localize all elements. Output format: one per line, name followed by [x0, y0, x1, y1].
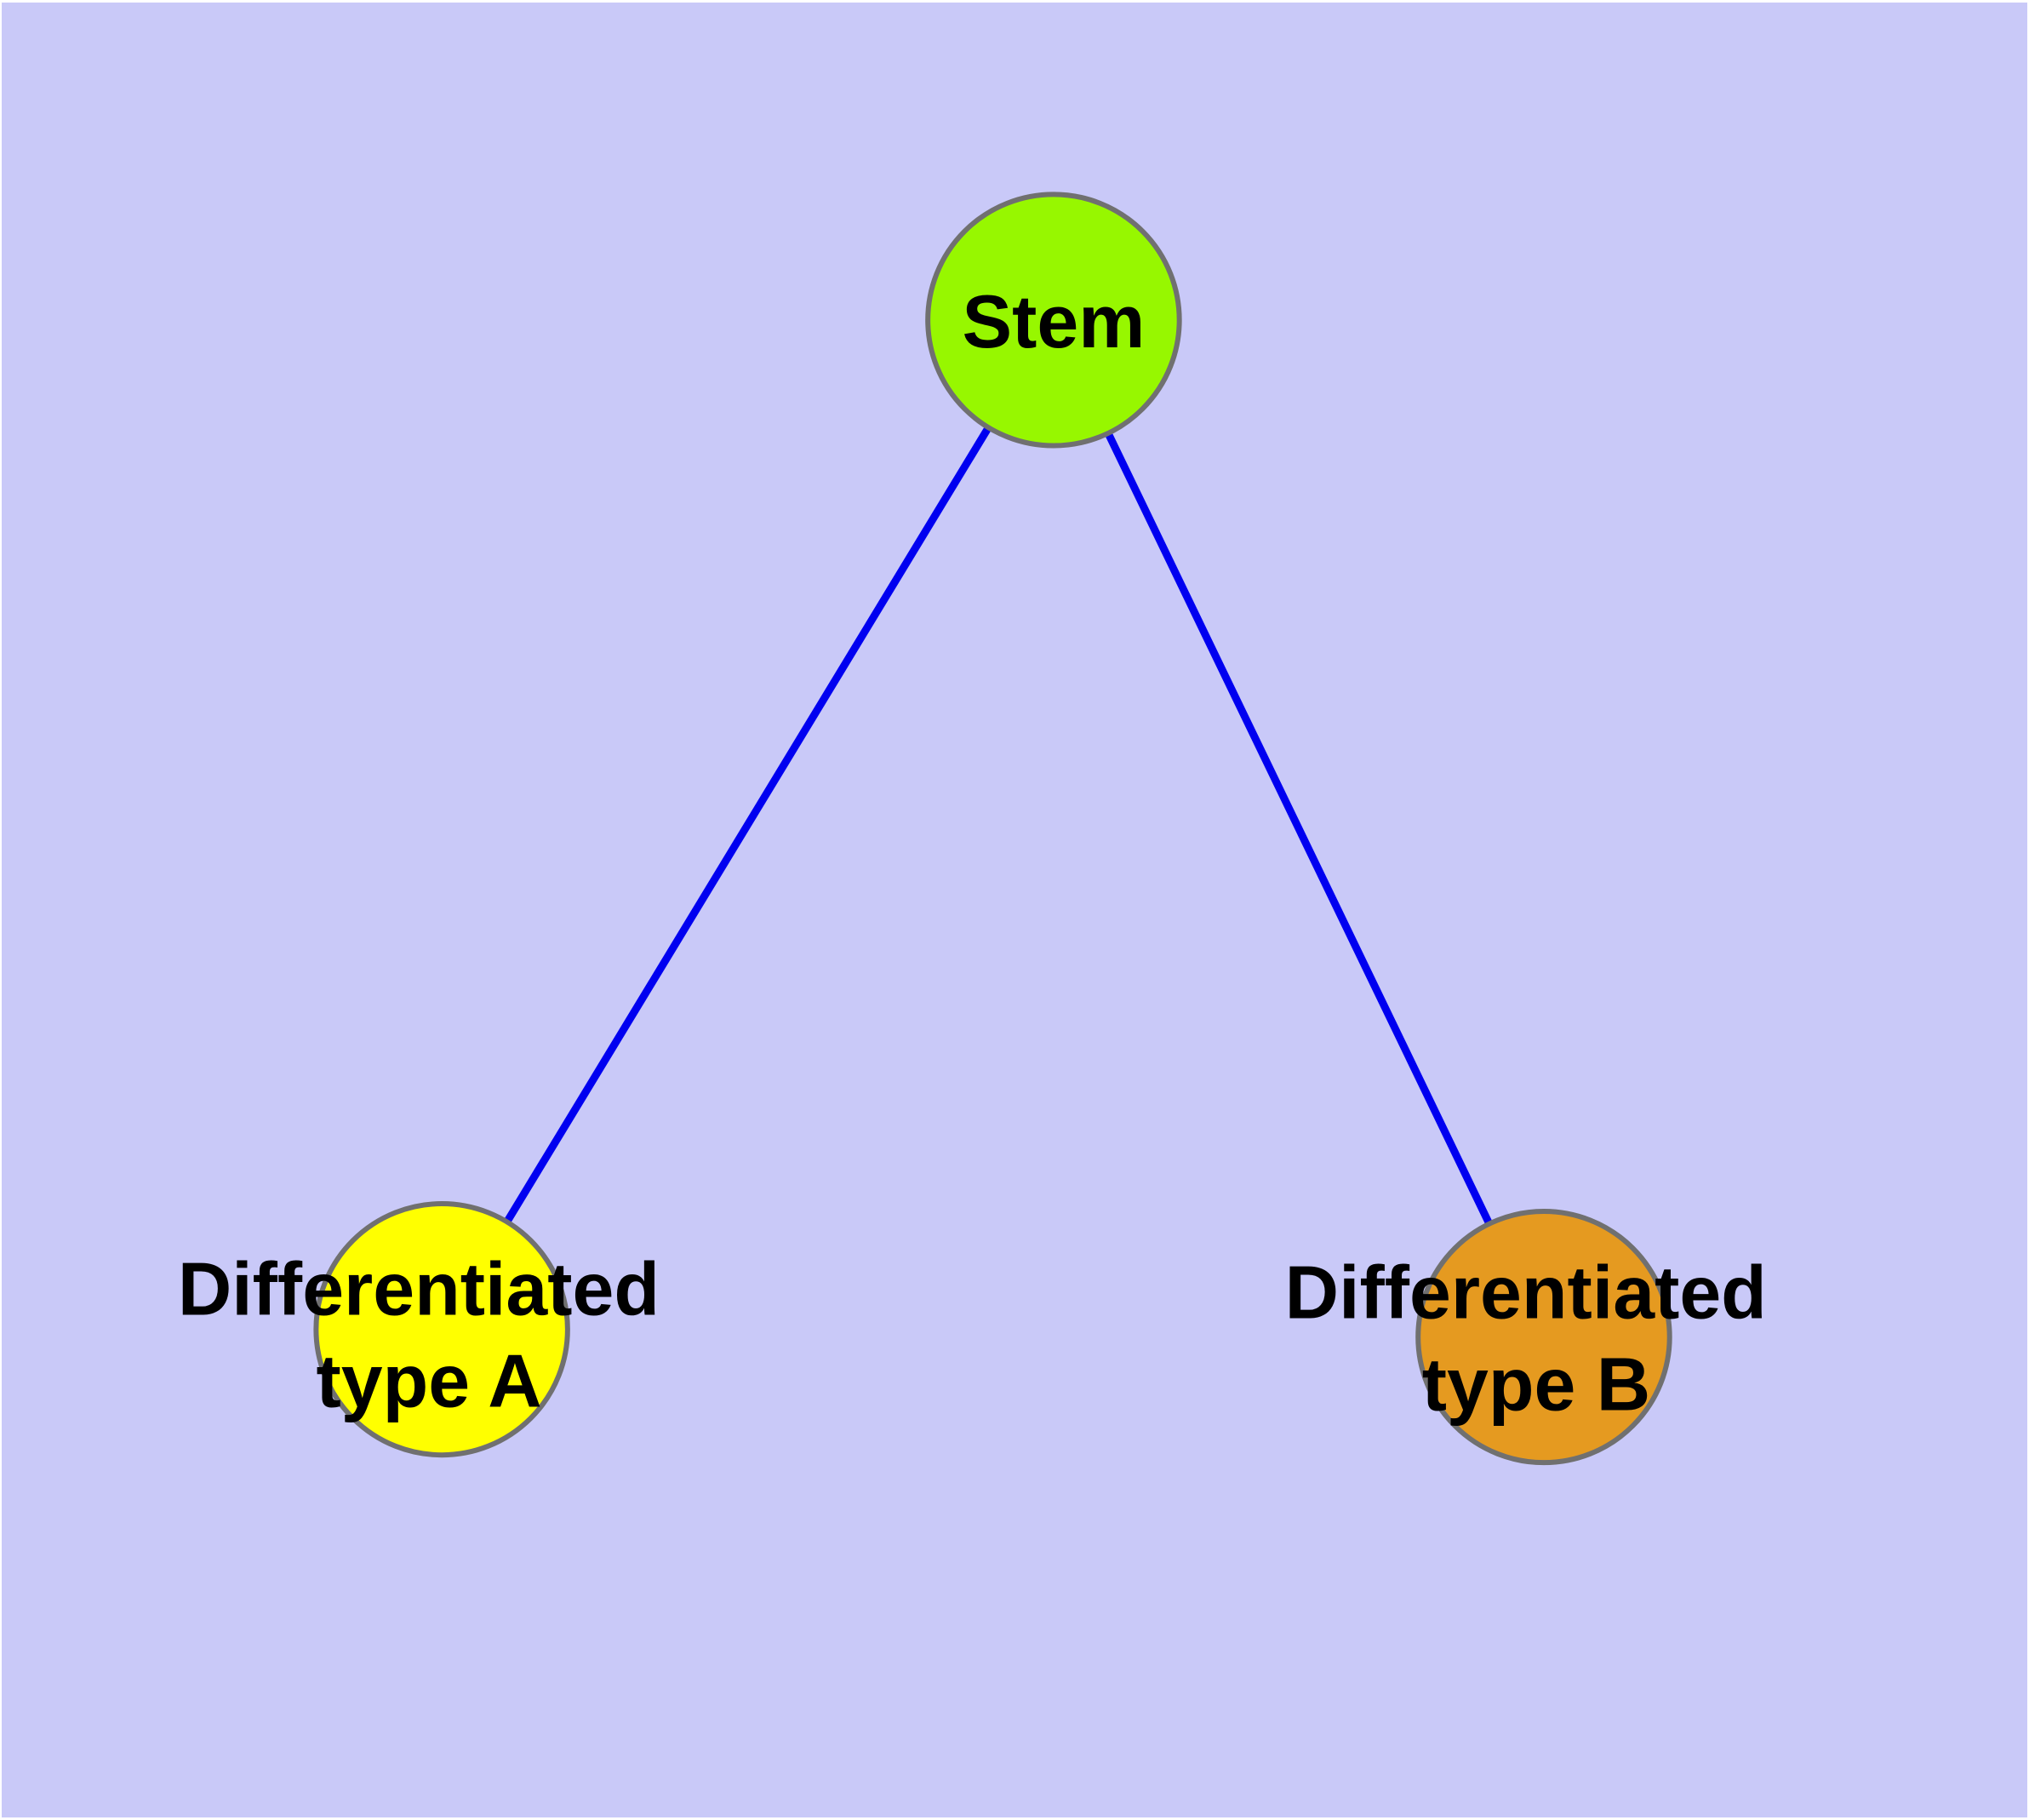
node-stem-circle	[925, 192, 1182, 449]
node-differentiated-type-b-label-line2: type B	[1422, 1342, 1650, 1426]
graph-canvas: Stem Differentiated type A Differentiate…	[178, 192, 1788, 1466]
node-differentiated-type-b-circle	[1415, 1209, 1672, 1466]
node-differentiated-type-a-label-line1: Differentiated	[178, 1248, 660, 1331]
node-differentiated-type-a-label: Differentiated type A	[178, 1248, 681, 1423]
edge-stem-to-type-b	[1049, 318, 1548, 1339]
node-differentiated-type-a-circle	[313, 1201, 570, 1458]
edge-stem-to-type-a	[438, 318, 1057, 1331]
node-stem: Stem	[925, 192, 1182, 449]
node-differentiated-type-b-label-line1: Differentiated	[1285, 1251, 1767, 1335]
node-differentiated-type-b-label: Differentiated type B	[1285, 1251, 1788, 1427]
node-stem-label: Stem	[963, 280, 1146, 363]
node-differentiated-type-a-label-line2: type A	[317, 1339, 542, 1422]
diagram-background: Stem Differentiated type A Differentiate…	[2, 3, 2027, 1817]
node-differentiated-type-a: Differentiated type A	[178, 1201, 681, 1458]
node-differentiated-type-b: Differentiated type B	[1285, 1209, 1788, 1466]
